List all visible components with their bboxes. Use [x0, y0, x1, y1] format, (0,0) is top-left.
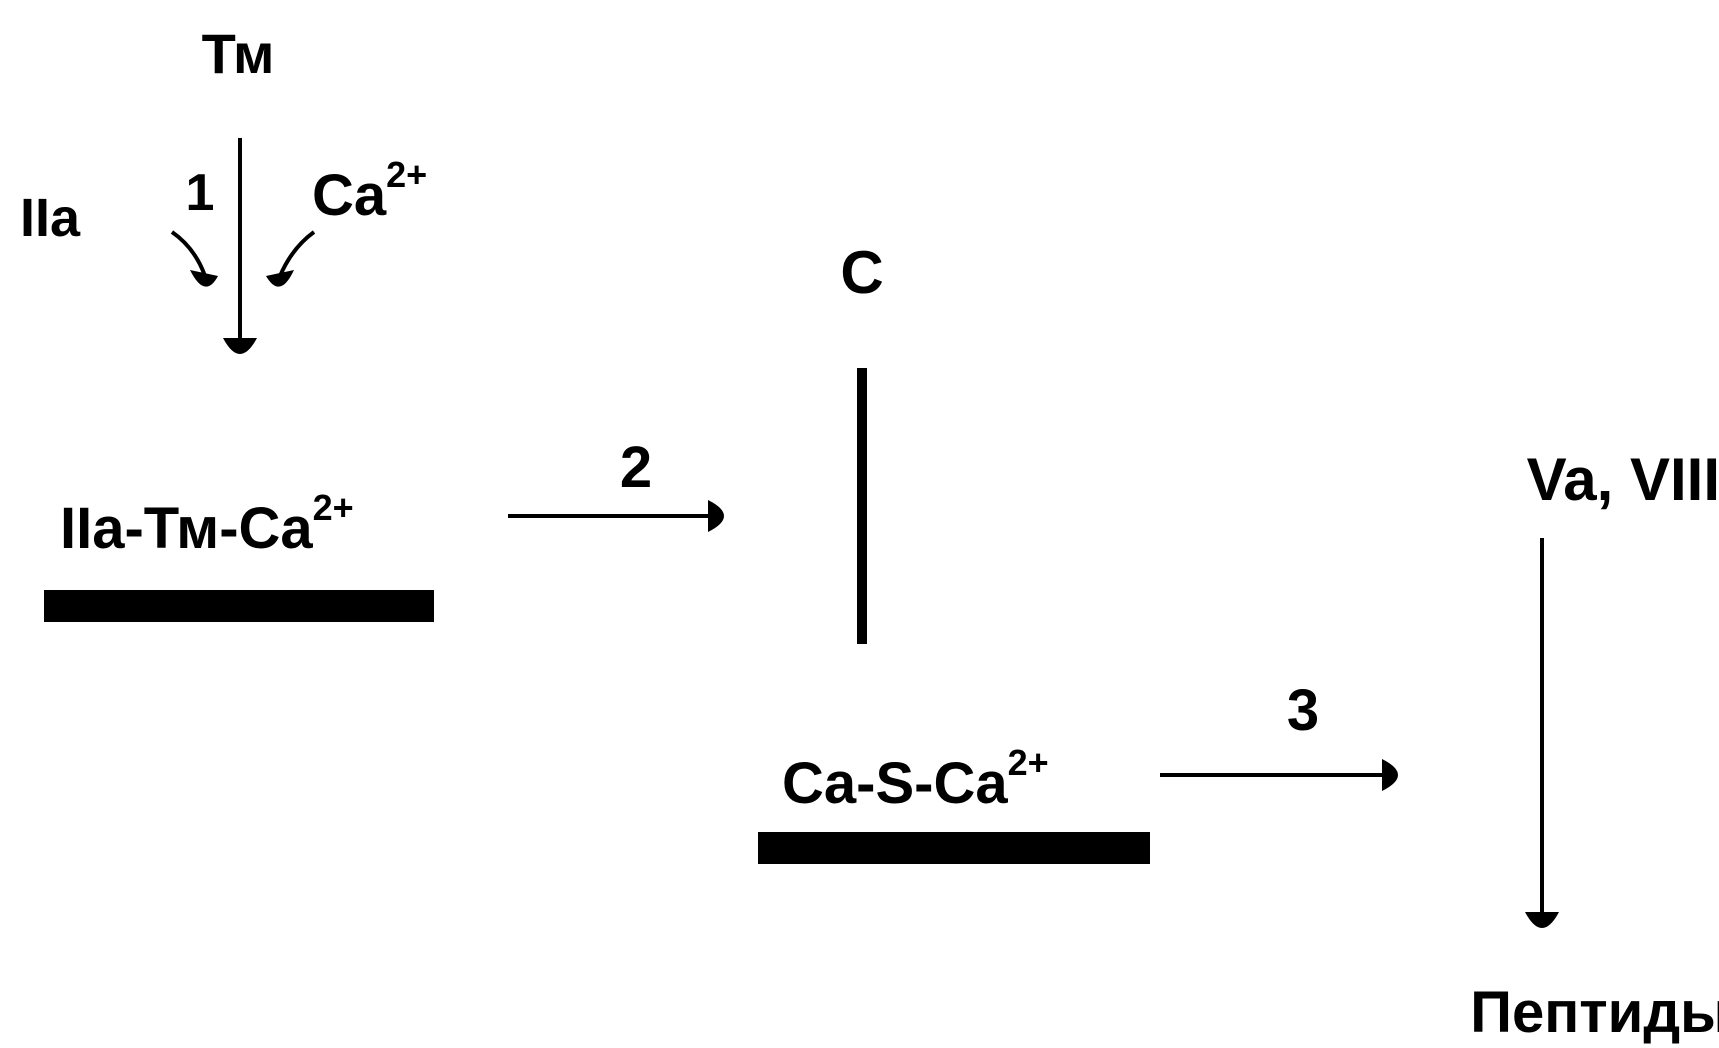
- step1-number: 1: [186, 164, 215, 222]
- calcium-ion-label: Ca2+: [312, 154, 427, 228]
- step2-number: 2: [620, 435, 652, 500]
- calcium-ion-base: Ca: [312, 163, 387, 228]
- factors-va-viiia-label: Va, VIIIa: [1527, 446, 1719, 513]
- step3-number: 3: [1287, 678, 1319, 743]
- step1-arrowhead: [223, 338, 257, 354]
- complex-ca-s-ca-base: Ca-S-Ca: [782, 751, 1008, 816]
- complex-ca-s-ca-charge: 2+: [1008, 742, 1049, 783]
- calcium-ion-charge: 2+: [386, 154, 427, 195]
- complex-ca-s-ca-label: Ca-S-Ca2+: [782, 742, 1049, 816]
- calcium-curved-arrow: [278, 230, 316, 277]
- iia-label: IIa: [20, 188, 81, 248]
- calcium-curved-arrowhead: [266, 270, 294, 287]
- protein-c-label: C: [840, 239, 883, 306]
- complex-iia-tm-ca-membrane-bar: [44, 590, 434, 622]
- complex-iia-tm-ca-label: IIa-Тм-Ca2+: [60, 487, 354, 561]
- tm-label: Тм: [202, 22, 275, 85]
- factors-to-peptides-arrowhead: [1525, 912, 1559, 928]
- step3-arrowhead: [1382, 759, 1398, 791]
- complex-iia-tm-ca-base: IIa-Тм-Ca: [60, 496, 313, 561]
- peptides-label: Пептиды: [1470, 980, 1719, 1045]
- protein-c-connector: [857, 368, 867, 644]
- complex-ca-s-ca-membrane-bar: [758, 832, 1150, 864]
- iia-curved-arrow: [170, 230, 207, 277]
- iia-curved-arrowhead: [190, 270, 218, 287]
- step2-arrowhead: [708, 500, 724, 532]
- complex-iia-tm-ca-charge: 2+: [313, 487, 354, 528]
